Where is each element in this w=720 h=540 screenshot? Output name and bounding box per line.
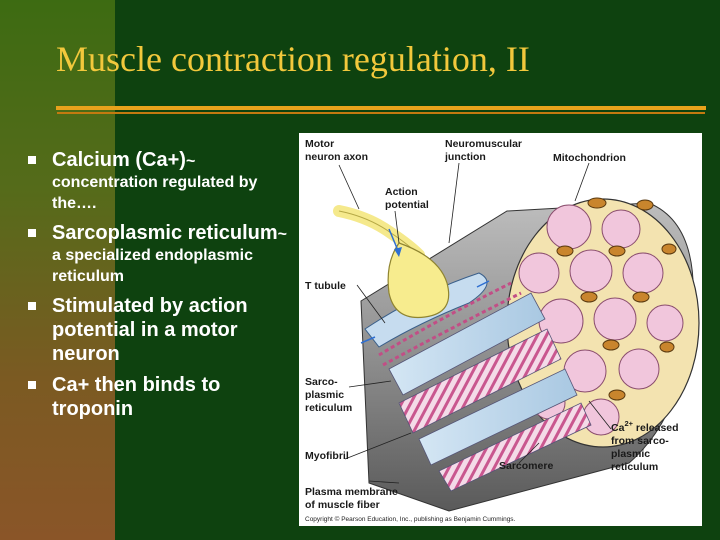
bullet-stimulated: Stimulated by action potential in a moto… [28, 294, 290, 366]
muscle-fiber-illustration: Motor neuron axon Neuromuscular junction… [305, 138, 700, 523]
label-sr: Sarco- [305, 376, 338, 388]
bullet-list: Calcium (Ca+)~ concentration regulated b… [28, 148, 290, 428]
bullet-sarcoplasmic: Sarcoplasmic reticulum~ a specialized en… [28, 221, 290, 287]
label-motor-neuron-2: neuron axon [305, 151, 368, 163]
ca-released-text: released [633, 422, 679, 434]
label-action-potential: Action [385, 186, 418, 198]
label-myofibril: Myofibril [305, 450, 349, 462]
bullet-sep: ~ [185, 153, 196, 170]
square-bullet-icon [28, 381, 36, 389]
bullet-lead: Sarcoplasmic reticulum [52, 222, 278, 244]
mitochondria [526, 197, 677, 401]
label-action-potential-2: potential [385, 199, 429, 211]
label-ca-2: from sarco- [611, 435, 669, 447]
label-sr-2: plasmic [305, 389, 344, 401]
label-sr-3: reticulum [305, 402, 352, 414]
label-ca-3: plasmic [611, 448, 650, 460]
bullet-sep: ~ [277, 226, 287, 243]
bullet-lead: Stimulated by action potential in a moto… [52, 295, 248, 365]
bullet-lead: Ca+ then binds to troponin [52, 374, 221, 420]
title-underline [56, 106, 706, 110]
myofibril-bands [388, 292, 592, 492]
label-sarcomere: Sarcomere [499, 460, 553, 472]
label-ca-4: reticulum [611, 461, 658, 473]
label-mitochondrion: Mitochondrion [553, 152, 626, 164]
square-bullet-icon [28, 302, 36, 310]
label-nmj: Neuromuscular [445, 138, 522, 150]
bullet-text: concentration regulated by the…. [52, 174, 258, 212]
slide-title: Muscle contraction regulation, II [56, 39, 530, 79]
muscle-fiber-figure: Motor neuron axon Neuromuscular junction… [299, 133, 702, 526]
bullet-lead: Calcium (Ca+) [52, 149, 186, 171]
square-bullet-icon [28, 229, 36, 237]
square-bullet-icon [28, 156, 36, 164]
copyright-note: Copyright © Pearson Education, Inc., pub… [305, 515, 516, 523]
label-ca-released: Ca2+ released [611, 419, 679, 434]
label-nmj-2: junction [444, 151, 486, 163]
ca-symbol: Ca [611, 422, 625, 434]
background-left-band [0, 0, 115, 540]
label-t-tubule: T tubule [305, 280, 346, 292]
label-plasma-membrane-2: of muscle fiber [305, 499, 380, 511]
myofibril-ends [518, 204, 684, 436]
bullet-text: a specialized endoplasmic reticulum [52, 247, 253, 285]
label-motor-neuron: Motor [305, 138, 334, 150]
bullet-calcium: Calcium (Ca+)~ concentration regulated b… [28, 148, 290, 214]
bullet-troponin: Ca+ then binds to troponin [28, 373, 290, 421]
ca-charge: 2+ [624, 419, 633, 428]
label-plasma-membrane: Plasma membrane [305, 486, 398, 498]
